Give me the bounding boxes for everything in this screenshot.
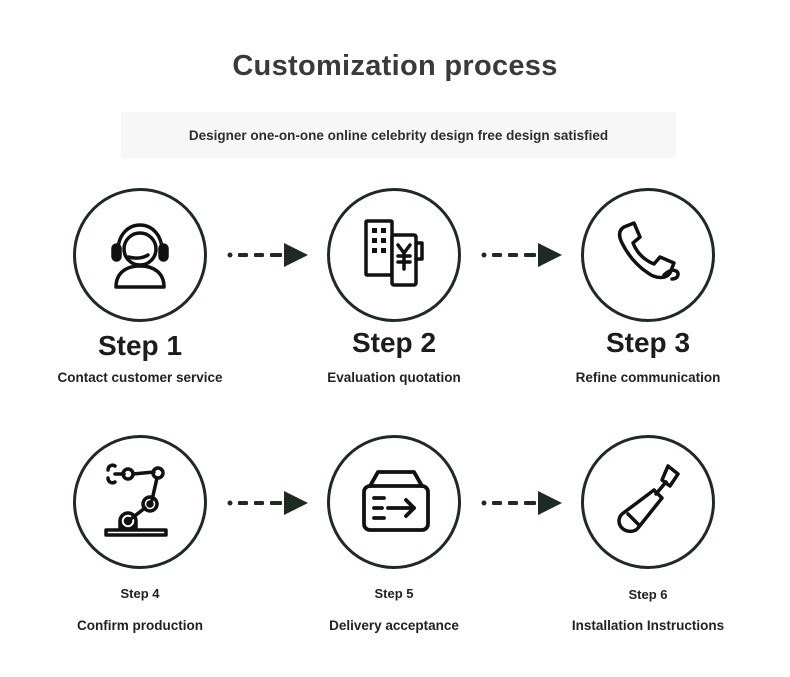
robot-arm-icon bbox=[100, 460, 180, 545]
building-yen-icon bbox=[354, 213, 434, 298]
step-2-circle bbox=[327, 188, 461, 322]
step-4-label: Step 4 bbox=[120, 586, 160, 601]
step-5-description: Delivery acceptance bbox=[329, 618, 459, 633]
step-2-label: Step 2 bbox=[351, 327, 437, 358]
step-5-label: Step 5 bbox=[374, 586, 414, 601]
step-6-label: Step 6 bbox=[628, 587, 668, 602]
headset-agent-icon bbox=[100, 213, 180, 298]
step-1-description: Contact customer service bbox=[57, 370, 223, 385]
arrow-2-3 bbox=[481, 243, 562, 267]
arrow-1-2 bbox=[227, 243, 308, 267]
step-1-label: Step 1 bbox=[97, 330, 183, 361]
step-4-circle bbox=[73, 435, 207, 569]
step-5-circle bbox=[327, 435, 461, 569]
arrow-5-6 bbox=[481, 491, 562, 515]
step-3-description: Refine communication bbox=[575, 370, 721, 385]
subtitle-box: Designer one-on-one online celebrity des… bbox=[121, 112, 676, 158]
subtitle: Designer one-on-one online celebrity des… bbox=[188, 127, 609, 143]
step-1-circle bbox=[73, 188, 207, 322]
step-6-circle bbox=[581, 435, 715, 569]
screwdriver-icon bbox=[608, 460, 688, 545]
step-3-label: Step 3 bbox=[605, 327, 691, 358]
step-4-description: Confirm production bbox=[77, 618, 203, 633]
phone-icon bbox=[608, 213, 688, 298]
step-3-circle bbox=[581, 188, 715, 322]
step-6-description: Installation Instructions bbox=[571, 618, 725, 633]
page-title: Customization process bbox=[232, 50, 558, 82]
delivery-box-icon bbox=[354, 460, 434, 545]
arrow-4-5 bbox=[227, 491, 308, 515]
step-2-description: Evaluation quotation bbox=[327, 370, 461, 385]
